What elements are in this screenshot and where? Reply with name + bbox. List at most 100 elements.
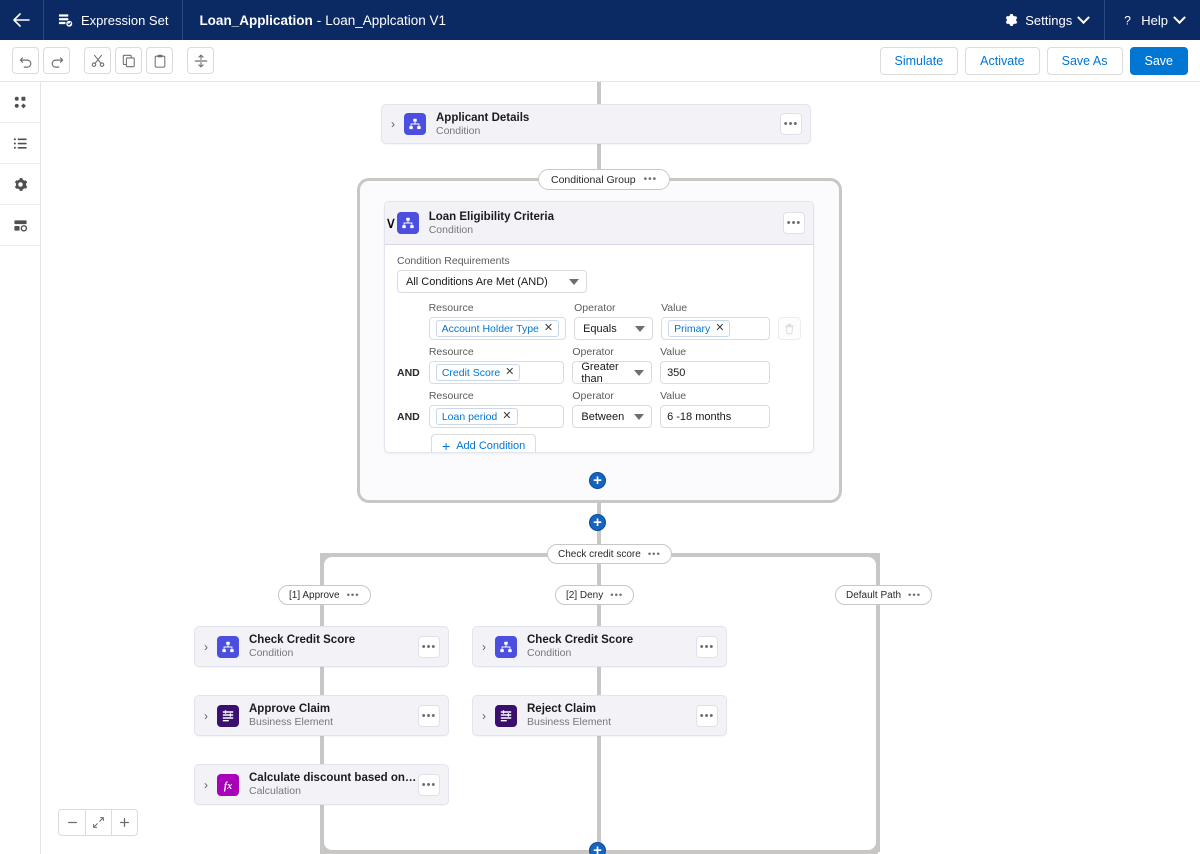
resource-input[interactable]: Loan period ✕ <box>428 405 565 428</box>
sidebar-item-list[interactable] <box>0 123 40 164</box>
branch-label-deny[interactable]: [2] Deny ••• <box>555 585 635 605</box>
header-spacer <box>462 0 988 40</box>
condition-requirements-select[interactable]: All Conditions Are Met (AND) <box>397 270 587 293</box>
help-menu[interactable]: ? Help <box>1104 0 1200 40</box>
zoom-out-button[interactable] <box>59 810 85 835</box>
node-check-credit-score-approve[interactable]: › Check Credit Score Condition ••• <box>194 626 449 667</box>
remove-pill-icon[interactable]: ✕ <box>502 410 512 422</box>
list-icon <box>13 137 27 149</box>
delete-condition-button[interactable] <box>777 317 801 340</box>
node-menu-button[interactable]: ••• <box>780 113 802 135</box>
save-button[interactable]: Save <box>1129 46 1188 75</box>
branch-label-text: [1] Approve <box>289 589 340 601</box>
scissors-icon <box>91 54 104 67</box>
branch-menu-button[interactable]: ••• <box>908 589 922 601</box>
conditional-group-label[interactable]: Conditional Group ••• <box>538 169 671 190</box>
value-input[interactable]: 6 -18 months <box>660 405 770 428</box>
settings-menu[interactable]: Settings <box>988 0 1104 40</box>
add-node-button[interactable] <box>589 472 606 489</box>
decision-menu-button[interactable]: ••• <box>647 548 661 560</box>
node-check-credit-score-deny[interactable]: › Check Credit Score Condition ••• <box>472 626 727 667</box>
expand-caret[interactable]: › <box>204 708 208 723</box>
editor-toolbar: Simulate Activate Save As Save <box>0 40 1200 82</box>
resource-pill[interactable]: Credit Score ✕ <box>435 364 521 381</box>
node-approve-claim[interactable]: › Approve Claim Business Element ••• <box>194 695 449 736</box>
node-title: Calculate discount based on customer... <box>249 772 418 784</box>
remove-pill-icon[interactable]: ✕ <box>543 322 554 334</box>
plus-icon: + <box>442 438 451 453</box>
node-text: Check Credit Score Condition <box>527 634 696 659</box>
value-input[interactable]: Primary ✕ <box>661 317 770 340</box>
branch-label-approve[interactable]: [1] Approve ••• <box>278 585 371 605</box>
save-as-button[interactable]: Save As <box>1046 46 1123 75</box>
node-menu-button[interactable]: ••• <box>783 212 805 234</box>
node-menu-button[interactable]: ••• <box>696 704 718 727</box>
zoom-in-button[interactable] <box>111 810 137 835</box>
history-group <box>12 47 70 74</box>
group-label-text: Conditional Group <box>551 173 636 186</box>
branch-menu-button[interactable]: ••• <box>346 589 360 601</box>
condition-header[interactable]: ∨ Loan Eligibility Criteria Condition ••… <box>385 202 813 245</box>
activate-button[interactable]: Activate <box>965 46 1040 75</box>
auto-align-button[interactable] <box>187 47 214 74</box>
business-element-icon <box>495 704 517 727</box>
paste-button[interactable] <box>146 47 173 74</box>
remove-pill-icon[interactable]: ✕ <box>505 366 515 378</box>
resource-input[interactable]: Account Holder Type ✕ <box>428 317 567 340</box>
pill-text: Credit Score <box>441 366 501 379</box>
cut-button[interactable] <box>84 47 111 74</box>
add-condition-button[interactable]: + Add Condition <box>431 434 537 453</box>
expand-caret[interactable]: › <box>482 708 486 723</box>
node-reject-claim[interactable]: › Reject Claim Business Element ••• <box>472 695 727 736</box>
simulate-button[interactable]: Simulate <box>879 46 959 75</box>
clipboard-icon <box>154 54 165 68</box>
branch-label-text: [2] Deny <box>566 589 604 601</box>
operator-select[interactable]: Equals <box>574 317 654 340</box>
value-input[interactable]: 350 <box>660 361 770 384</box>
add-node-button[interactable] <box>589 514 606 531</box>
sidebar-item-elements[interactable] <box>0 82 40 123</box>
resource-pill[interactable]: Account Holder Type ✕ <box>435 320 560 337</box>
expand-caret[interactable]: › <box>391 117 395 131</box>
back-button[interactable] <box>0 0 44 40</box>
fit-screen-button[interactable] <box>85 810 111 835</box>
app-launcher-expression-set[interactable]: Expression Set <box>44 0 184 40</box>
expand-caret[interactable]: › <box>204 777 208 792</box>
expand-caret[interactable]: › <box>204 639 208 654</box>
flow-canvas[interactable]: › Applicant Details Condition ••• Condit… <box>41 82 1200 854</box>
undo-button[interactable] <box>12 47 39 74</box>
copy-button[interactable] <box>115 47 142 74</box>
sidebar-item-resources[interactable] <box>0 205 40 246</box>
value-pill[interactable]: Primary ✕ <box>668 320 731 337</box>
node-applicant-details[interactable]: › Applicant Details Condition ••• <box>381 104 811 144</box>
align-icon <box>194 54 207 67</box>
collapse-caret[interactable]: ∨ <box>385 215 397 232</box>
node-menu-button[interactable]: ••• <box>696 635 718 658</box>
decision-label[interactable]: Check credit score ••• <box>547 544 672 564</box>
operator-select[interactable]: Between <box>572 405 653 428</box>
branch-label-default[interactable]: Default Path ••• <box>835 585 933 605</box>
operator-label: Operator <box>572 390 614 402</box>
operator-select[interactable]: Greater than <box>572 361 653 385</box>
condition-row: AND Resource Loan period ✕ Operator <box>397 390 801 428</box>
node-title: Applicant Details <box>436 111 530 124</box>
node-menu-button[interactable]: ••• <box>418 773 440 796</box>
add-node-button[interactable] <box>589 842 606 854</box>
chevron-down-icon <box>1077 10 1091 24</box>
redo-button[interactable] <box>43 47 70 74</box>
sidebar-item-settings[interactable] <box>0 164 40 205</box>
expand-caret[interactable]: › <box>482 639 486 654</box>
and-operator-label: AND <box>397 411 420 423</box>
undo-icon <box>19 56 31 68</box>
decision-label-text: Check credit score <box>558 548 641 560</box>
remove-pill-icon[interactable]: ✕ <box>715 322 725 334</box>
branch-menu-button[interactable]: ••• <box>610 589 624 601</box>
resource-pill[interactable]: Loan period ✕ <box>435 408 518 425</box>
node-title: Reject Claim <box>527 703 597 715</box>
node-menu-button[interactable]: ••• <box>418 635 440 658</box>
node-loan-eligibility-criteria[interactable]: ∨ Loan Eligibility Criteria Condition ••… <box>384 201 814 453</box>
resource-input[interactable]: Credit Score ✕ <box>428 361 565 384</box>
node-menu-button[interactable]: ••• <box>418 704 440 727</box>
group-menu-button[interactable]: ••• <box>643 174 658 185</box>
node-calculate-discount[interactable]: › fx Calculate discount based on custome… <box>194 764 449 805</box>
